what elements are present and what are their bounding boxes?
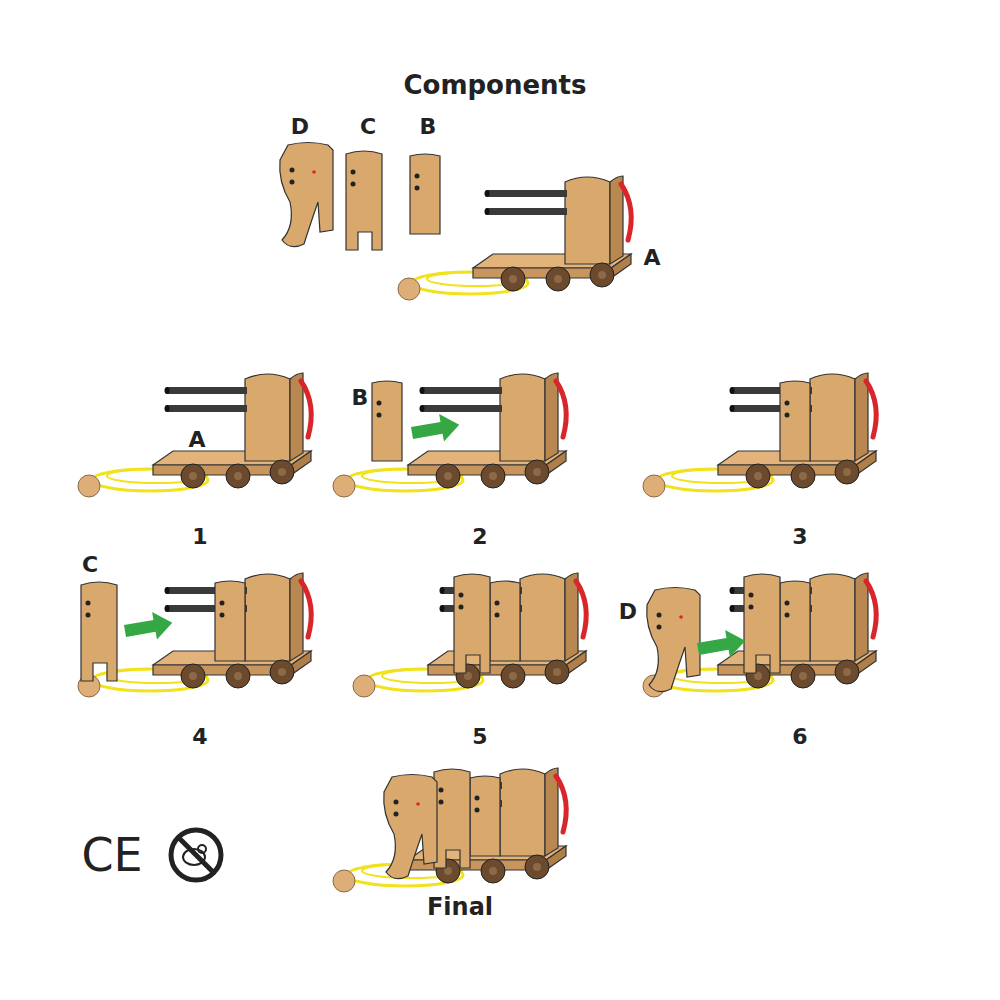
part-letter: D [291,115,309,139]
components-shape [346,151,382,250]
small-parts-warning-icon-shape [179,838,213,872]
final-caption: Final [427,894,493,920]
label-holder: 1 [192,525,207,549]
components-shape [398,176,631,300]
label-holder: B [420,115,437,139]
label-holder: 3 [792,525,807,549]
step-6-shape [696,627,748,663]
final-assembly-shape [470,776,500,856]
label-holder: 6 [792,725,807,749]
components-shape [280,143,333,247]
step-2-shape [410,411,462,447]
ce-mark: CE [81,830,142,881]
title: Components [403,71,586,100]
part-letter: A [643,246,660,270]
step-3 [643,373,876,497]
final-assembly-shape [434,769,470,868]
label-holder: A [643,246,660,270]
part-letter: B [352,386,369,410]
step-3-shape [780,381,810,461]
label-holder: D [619,600,637,624]
step-6-shape [647,588,700,692]
step-number: 3 [792,525,807,549]
label-holder: C [82,553,98,577]
part-letter: A [188,428,205,452]
final-assembly-shape [333,768,566,892]
small-parts-warning-icon-shape [198,845,206,853]
label-holder: A [188,428,205,452]
step-2 [333,373,566,497]
final-assembly-shape [384,775,437,879]
step-5-shape [454,574,490,673]
step-2-shape [372,381,402,461]
step-2-shape [333,373,566,497]
step-4 [78,573,311,697]
step-6-shape [744,574,780,673]
step-4-shape [215,581,245,661]
small-parts-warning-icon-shape [171,830,221,880]
label-holder: CE [81,830,142,881]
label-holder: Final [427,894,493,920]
part-letter: B [420,115,437,139]
step-5-shape [490,581,520,661]
part-letter: C [82,553,98,577]
small-parts-warning-icon [171,830,221,880]
title-holder: Components [403,71,586,100]
label-holder: 2 [472,525,487,549]
label-holder: C [360,115,376,139]
step-6-shape [643,573,876,697]
step-6 [643,573,876,697]
step-number: 6 [792,725,807,749]
step-number: 4 [192,725,207,749]
step-number: 2 [472,525,487,549]
label-holder: D [291,115,309,139]
part-letter: D [619,600,637,624]
part-letter: C [360,115,376,139]
final-assembly [333,768,566,892]
step-4-shape [78,573,311,697]
step-1 [78,373,311,497]
step-4-shape [123,609,175,645]
step-5 [353,573,586,697]
step-6-shape [780,581,810,661]
step-number: 5 [472,725,487,749]
components [280,143,632,301]
label-holder: 4 [192,725,207,749]
step-4-shape [81,582,117,681]
step-number: 1 [192,525,207,549]
label-holder: 5 [472,725,487,749]
step-1-shape [78,373,311,497]
step-5-shape [353,573,586,697]
label-holder: B [352,386,369,410]
components-shape [410,154,440,234]
step-3-shape [643,373,876,497]
